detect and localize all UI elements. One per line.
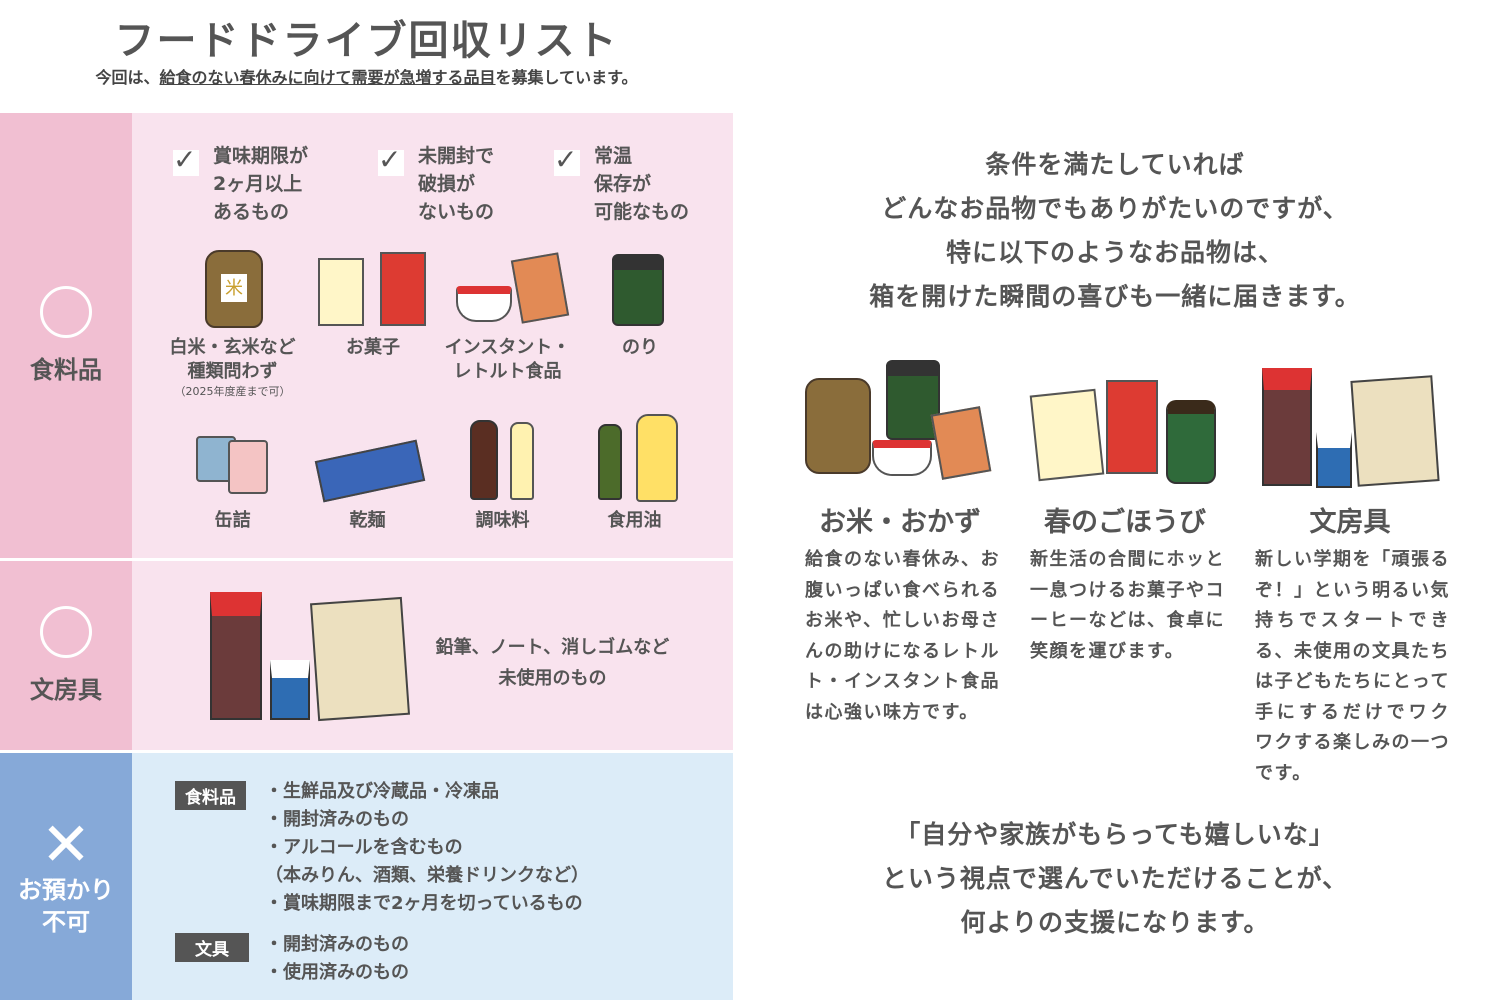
ng-stationery-tag: 文具 [175,933,249,962]
sauce-bottle-icon [510,422,534,500]
closing-text: 「自分や家族がもらっても嬉しいな」という視点で選んでいただけることが、何よりの支… [881,820,1349,937]
ng-label-line1: お預かり [18,875,114,904]
rice-note: （2025年度産まで可） [174,385,291,398]
subtitle-pre: 今回は、 [95,68,160,87]
ok-circle-icon [40,606,92,658]
olive-oil-icon [598,424,622,500]
check-icon: ✓ [554,146,580,176]
notebook-icon [1350,375,1440,487]
notebook-icon [309,596,411,722]
nori-jar-icon [886,360,940,440]
ng-label-line2: 不可 [42,907,90,936]
page-subtitle: 今回は、給食のない春休みに向けて需要が急増する品目を募集しています。 [0,64,733,88]
pencils-icon [1262,368,1312,486]
item-snacks: お菓子 [346,337,400,358]
column-body-treats: 新生活の合間にホッと一息つけるお菓子やコーヒーなどは、食卓に笑顔を運びます。 [1030,549,1225,662]
item-instant: インスタント・レトルト食品 [444,337,571,382]
item-cooking-oil: 食用油 [607,510,662,531]
subtitle-post: を募集しています。 [495,68,638,87]
cookie-box-icon [380,252,426,326]
eraser-icon [270,660,310,720]
stationery-label: 文房具 [30,676,102,704]
ng-food-tag: 食料品 [175,781,246,810]
ok-circle-icon [40,286,92,338]
column-body-rice: 給食のない春休み、お腹いっぱい食べられるお米や、忙しいお母さんの助けになるレトル… [805,549,1000,723]
ng-stationery-list: ・開封済みのもの・使用済みのもの [265,934,409,983]
noodle-cup-icon [456,286,512,322]
ng-x-icon: ✕ [40,809,92,880]
page-title: フードドライブ回収リスト [114,18,619,64]
noodle-cup-icon [872,440,932,476]
nori-jar-icon [612,254,664,326]
noodle-pack-icon [930,406,992,480]
condition-2: ✓未開封で破損がないもの [378,143,495,223]
soy-sauce-icon [470,420,498,500]
item-canned: 缶詰 [214,510,251,531]
item-nori: のり [622,337,658,358]
check-icon: ✓ [378,146,404,176]
ng-label-cell: ✕ お預かり 不可 [0,753,132,1000]
column-title-rice: お米・おかず [819,507,981,538]
column-title-treats: 春のごほうび [1044,507,1206,538]
rice-bag-icon [805,378,871,474]
canned-fruit-icon [228,440,268,494]
candy-bag-icon [318,258,364,326]
candy-bag-icon [1029,388,1105,482]
cooking-oil-icon [636,414,678,502]
rice-bag-icon: 米 [205,250,263,328]
item-seasoning: 調味料 [475,510,530,531]
cookie-box-icon [1106,380,1158,474]
subtitle-underlined: 給食のない春休みに向けて需要が急増する品目 [159,68,496,87]
check-icon: ✓ [173,146,199,176]
item-dry-noodles: 乾麺 [349,510,386,531]
stationery-label-cell: 文房具 [0,561,132,750]
coffee-jar-icon [1166,400,1216,484]
intro-text: 条件を満たしていればどんなお品物でもありがたいのですが、特に以下のようなお品物は… [869,150,1361,311]
column-body-stationery: 新しい学期を「頑張るぞ！」という明るい気持ちでスタートできる、未使用の文具たちは… [1255,549,1450,784]
food-label: 食料品 [30,356,102,384]
food-label-cell: 食料品 [0,113,132,558]
eraser-icon [1316,432,1352,488]
condition-3: ✓常温保存が可能なもの [554,143,690,223]
ng-food-list: ・生鮮品及び冷蔵品・冷凍品・開封済みのもの・アルコールを含むもの（本みりん、酒類… [265,781,589,914]
item-rice: 白米・玄米など種類問わず（2025年度産まで可） [160,336,305,400]
column-title-stationery: 文房具 [1309,507,1391,538]
stationery-text: 鉛筆、ノート、消しゴムなど未使用のもの [435,637,670,689]
pencils-icon [210,592,262,720]
